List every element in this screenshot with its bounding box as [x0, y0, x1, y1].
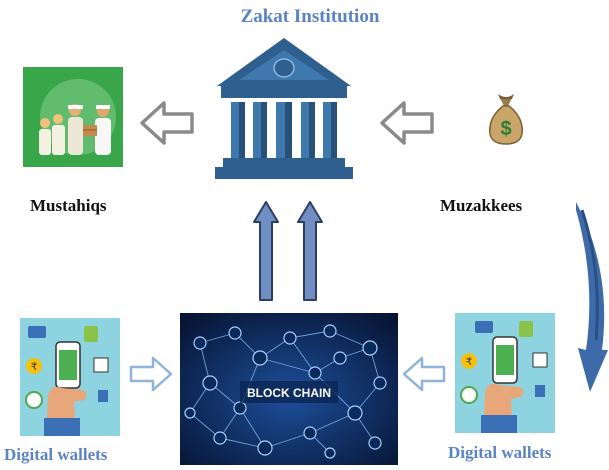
wallet-left-label: Digital wallets [4, 445, 108, 464]
curved-down-arrow-icon [576, 202, 608, 392]
blockchain-network-panel: BLOCK CHAIN [180, 313, 398, 465]
flow-arrow-left-icon [402, 356, 446, 392]
people-receiving-charity-icon [23, 67, 123, 167]
muzakkees-label: Muzakkees [440, 196, 523, 215]
diagram-title: Zakat Institution [240, 6, 380, 27]
flow-arrow-left-icon [380, 101, 434, 145]
upward-flow-arrows-icon [253, 201, 323, 301]
svg-text:₹: ₹ [31, 362, 37, 373]
blockchain-label: BLOCK CHAIN [247, 386, 331, 400]
smartphone-wallet-icon: ₹ [20, 318, 120, 436]
wallet-right-label: Digital wallets [448, 443, 552, 462]
money-bag-icon: $ [489, 94, 523, 145]
svg-text:$: $ [500, 118, 511, 140]
blockchain-network-icon: BLOCK CHAIN [180, 313, 398, 465]
flow-arrow-right-icon [129, 356, 173, 392]
bank-building-icon [215, 38, 353, 179]
svg-text:₹: ₹ [466, 357, 472, 368]
flow-arrow-left-icon [140, 101, 194, 145]
smartphone-wallet-icon: ₹ [455, 313, 555, 433]
mustahiqs-label: Mustahiqs [30, 196, 107, 215]
